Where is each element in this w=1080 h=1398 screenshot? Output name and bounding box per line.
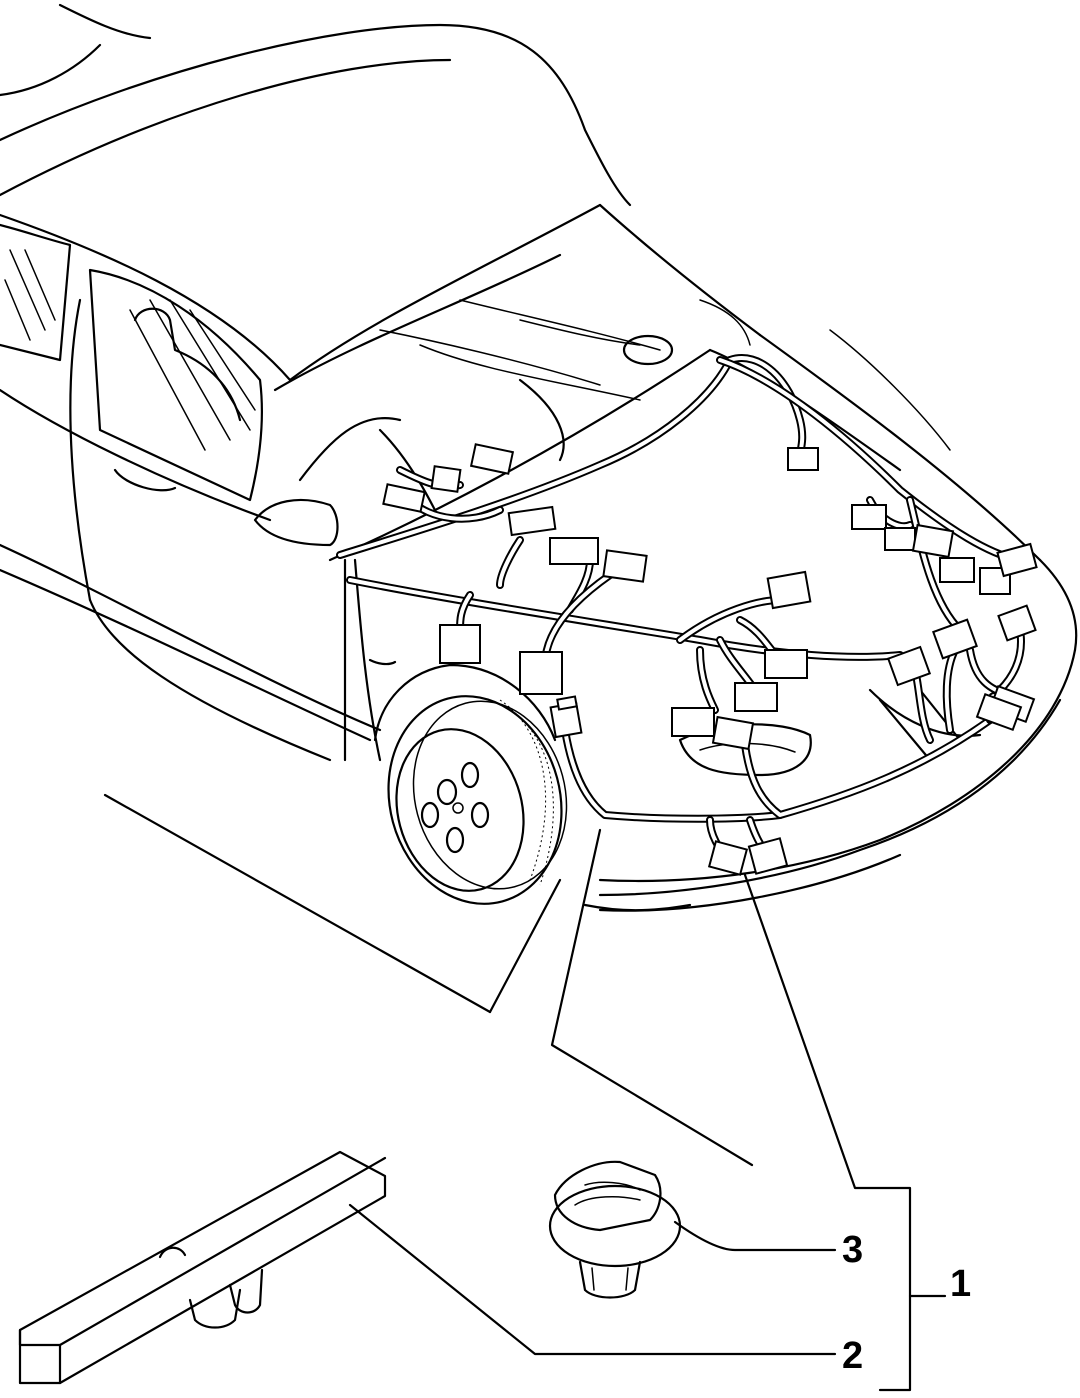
callout-1: 1 — [950, 1263, 971, 1305]
car-body-drawing — [0, 3, 1078, 912]
callout-2: 2 — [842, 1335, 863, 1377]
part-2-trim-strip-drawing — [18, 1150, 387, 1385]
ground-reference-lines — [103, 793, 562, 1014]
front-wheel-drawing — [373, 663, 568, 905]
leader-lines — [348, 828, 947, 1392]
callout-3: 3 — [842, 1229, 863, 1271]
bumper-wiring-harness-part-1 — [549, 604, 1037, 876]
harness-connectors — [382, 443, 1038, 737]
part-3-clip-drawing — [548, 1160, 682, 1299]
